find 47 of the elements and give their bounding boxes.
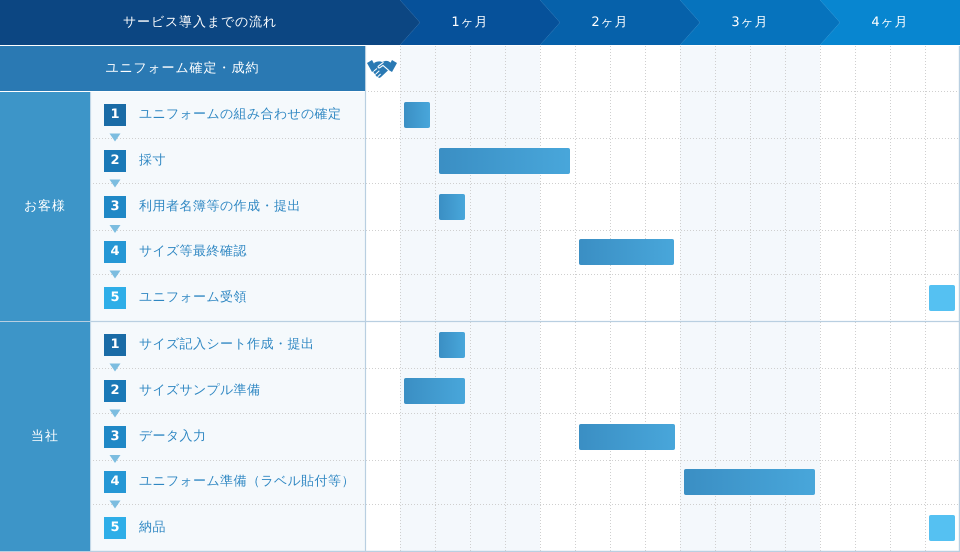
step-label: 利用者名簿等の作成・提出 bbox=[139, 198, 301, 216]
flow-arrow bbox=[110, 410, 120, 418]
gantt-bar bbox=[929, 284, 955, 310]
milestone-band: ユニフォーム確定・成約 bbox=[0, 46, 365, 91]
step-label: ユニフォームの組み合わせの確定 bbox=[139, 106, 342, 124]
step-label: ユニフォーム準備（ラベル貼付等） bbox=[139, 473, 355, 491]
step-number: 4 bbox=[104, 241, 126, 263]
flow-arrow bbox=[110, 134, 120, 142]
chevron-header: 1ヶ月 bbox=[400, 0, 560, 45]
step-label: データ入力 bbox=[139, 428, 206, 446]
gantt-bar bbox=[404, 102, 430, 128]
flow-arrow bbox=[110, 225, 120, 233]
step-number: 3 bbox=[104, 196, 126, 218]
chevron-header: 4ヶ月 bbox=[820, 0, 960, 45]
gantt-bar bbox=[439, 194, 465, 220]
step-number: 5 bbox=[104, 286, 126, 308]
gantt-bar bbox=[684, 469, 815, 495]
step-label: サイズ記入シート作成・提出 bbox=[139, 336, 314, 354]
group-header: お客様 bbox=[0, 92, 90, 321]
gantt-bar bbox=[404, 378, 465, 404]
step-label: ユニフォーム受領 bbox=[139, 288, 247, 306]
group-header: 当社 bbox=[0, 322, 90, 551]
step-label: サイズ等最終確認 bbox=[139, 243, 247, 261]
step-label: 納品 bbox=[139, 518, 166, 536]
gantt-bar bbox=[929, 514, 955, 540]
chevron-header: 3ヶ月 bbox=[680, 0, 840, 45]
handshake-icon bbox=[367, 58, 397, 80]
flow-arrow bbox=[110, 364, 120, 372]
step-number: 2 bbox=[104, 150, 126, 172]
flow-arrow bbox=[110, 500, 120, 508]
step-number: 3 bbox=[104, 426, 126, 448]
chevron-header: 2ヶ月 bbox=[540, 0, 700, 45]
flow-arrow bbox=[110, 180, 120, 188]
gantt-bar bbox=[579, 239, 674, 265]
gantt-bar bbox=[439, 332, 465, 358]
step-number: 5 bbox=[104, 516, 126, 538]
step-number: 1 bbox=[104, 334, 126, 356]
step-label: サイズサンプル準備 bbox=[139, 382, 260, 400]
step-number: 4 bbox=[104, 471, 126, 493]
flow-arrow bbox=[110, 270, 120, 278]
chevron-header: サービス導入までの流れ bbox=[0, 0, 420, 45]
step-number: 2 bbox=[104, 380, 126, 402]
gantt-bar bbox=[579, 424, 675, 450]
flow-arrow bbox=[110, 455, 120, 463]
step-label: 採寸 bbox=[139, 152, 166, 170]
gantt-bar bbox=[439, 148, 570, 174]
step-number: 1 bbox=[104, 104, 126, 126]
